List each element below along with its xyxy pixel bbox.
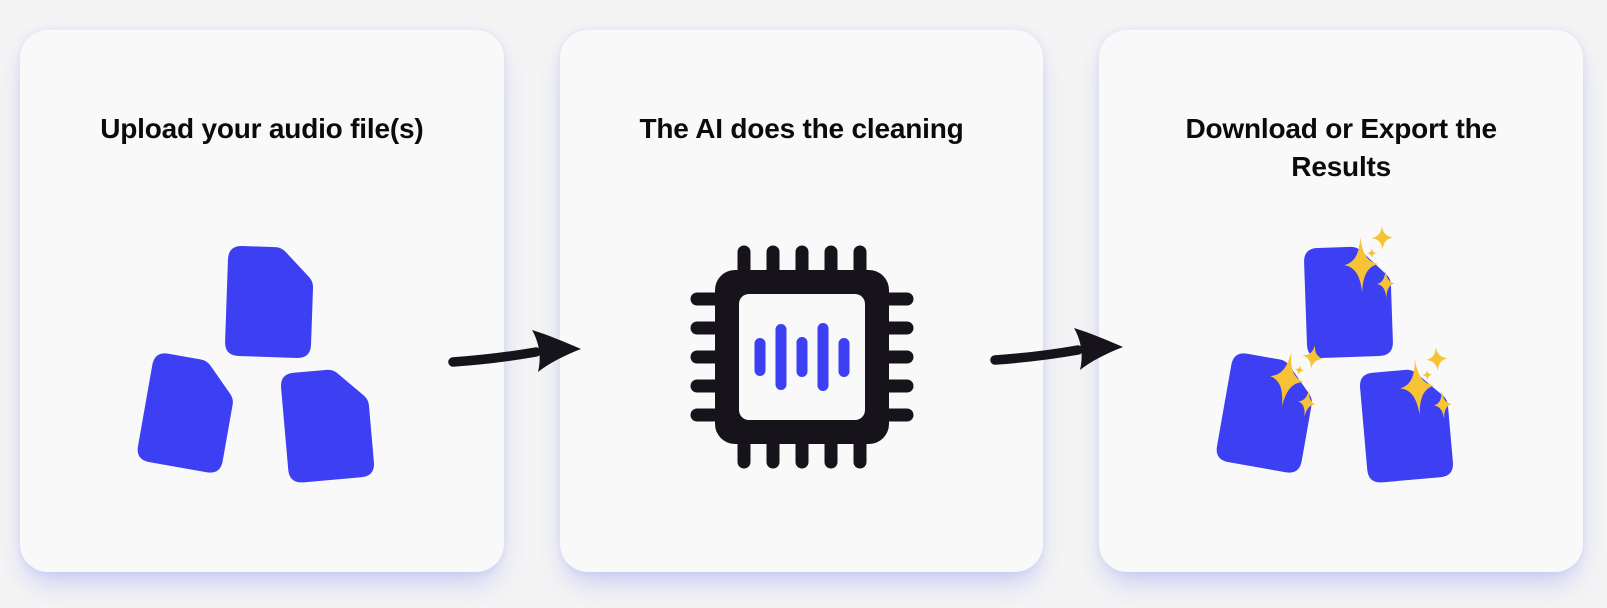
file-icon-shape <box>1360 369 1454 483</box>
file-icon <box>224 246 314 359</box>
file-icon-shape <box>1304 246 1394 358</box>
sparkle-icon <box>1302 345 1324 370</box>
step-title-cleaning: The AI does the cleaning <box>639 113 964 144</box>
file-icon <box>280 366 375 483</box>
sparkle-icon <box>1366 248 1377 259</box>
sparkle-icon <box>1298 389 1316 417</box>
file-icon-shape <box>137 353 233 473</box>
sparkle-icon <box>1434 390 1453 419</box>
step-title-export: Download or Export the Results <box>1185 113 1497 182</box>
file-icon <box>135 351 239 474</box>
step-card-cleaning: The AI does the cleaning <box>559 30 1044 572</box>
ai-chip-icon-shape <box>690 245 913 469</box>
sparkle-icon <box>1377 269 1396 298</box>
arrow-right-icon <box>448 330 581 372</box>
sparkling-file-icon <box>1215 345 1324 474</box>
sparkling-file-icon <box>1304 225 1396 359</box>
step-title-upload: Upload your audio file(s) <box>100 113 424 144</box>
sparkle-icon <box>1270 351 1304 407</box>
file-icon-shape <box>224 246 313 358</box>
step-card-upload: Upload your audio file(s) <box>20 30 504 572</box>
sparkle-icon <box>1400 359 1435 415</box>
step-card-export: Download or Export the Results <box>1099 30 1584 572</box>
sparkling-file-icon <box>1359 347 1454 483</box>
sparkle-icon <box>1422 370 1433 380</box>
sparkling-files-icon <box>1216 225 1459 487</box>
sparkle-icon <box>1294 365 1305 375</box>
sparkle-icon <box>1426 347 1449 372</box>
file-icon-shape <box>280 369 374 483</box>
sparkle-icon <box>1344 236 1379 293</box>
ai-chip-icon <box>687 242 917 472</box>
arrow-right-icon <box>990 328 1123 370</box>
audio-files-icon <box>137 246 379 487</box>
sparkle-icon <box>1371 225 1394 250</box>
waveform-bars <box>754 323 849 391</box>
